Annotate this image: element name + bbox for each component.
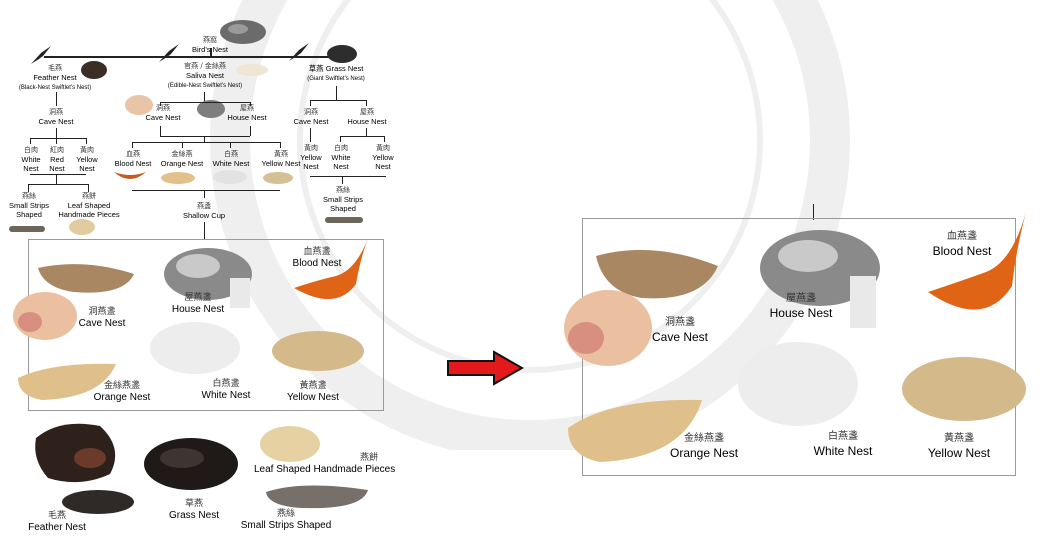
yellow-nest-thumb [262,170,294,186]
grass-nest-image [326,44,358,64]
orange-nest-thumb [160,170,196,186]
swift-bird-icon [288,40,310,64]
leaf-image-1 [68,218,96,236]
yellow-nest-image [270,328,366,374]
grass-nest-label: 草燕 Grass Nest(Giant Swiftlet's Nest) [296,64,376,84]
zoom-yellow-nest-image [900,352,1028,426]
saliva-nest-image [234,62,270,78]
strips-image-1 [8,224,46,234]
white-nest-image [148,320,242,376]
feather-nest-image-large [30,418,126,488]
zoom-blood-nest-image [920,210,1038,332]
feather-nest-image [80,60,108,80]
strips-image-2 [324,214,364,226]
zoom-cave-nest-image-2 [560,286,656,370]
swift-bird-icon [158,42,180,64]
blood-nest-thumb [112,168,148,186]
white-nest-thumb [212,168,248,186]
grass-nest-image-large [142,436,240,492]
cave-nest-image-2 [10,290,80,342]
zoom-white-nest-image [736,338,860,430]
right-arrow-icon [446,350,524,386]
swift-bird-icon [30,44,52,66]
